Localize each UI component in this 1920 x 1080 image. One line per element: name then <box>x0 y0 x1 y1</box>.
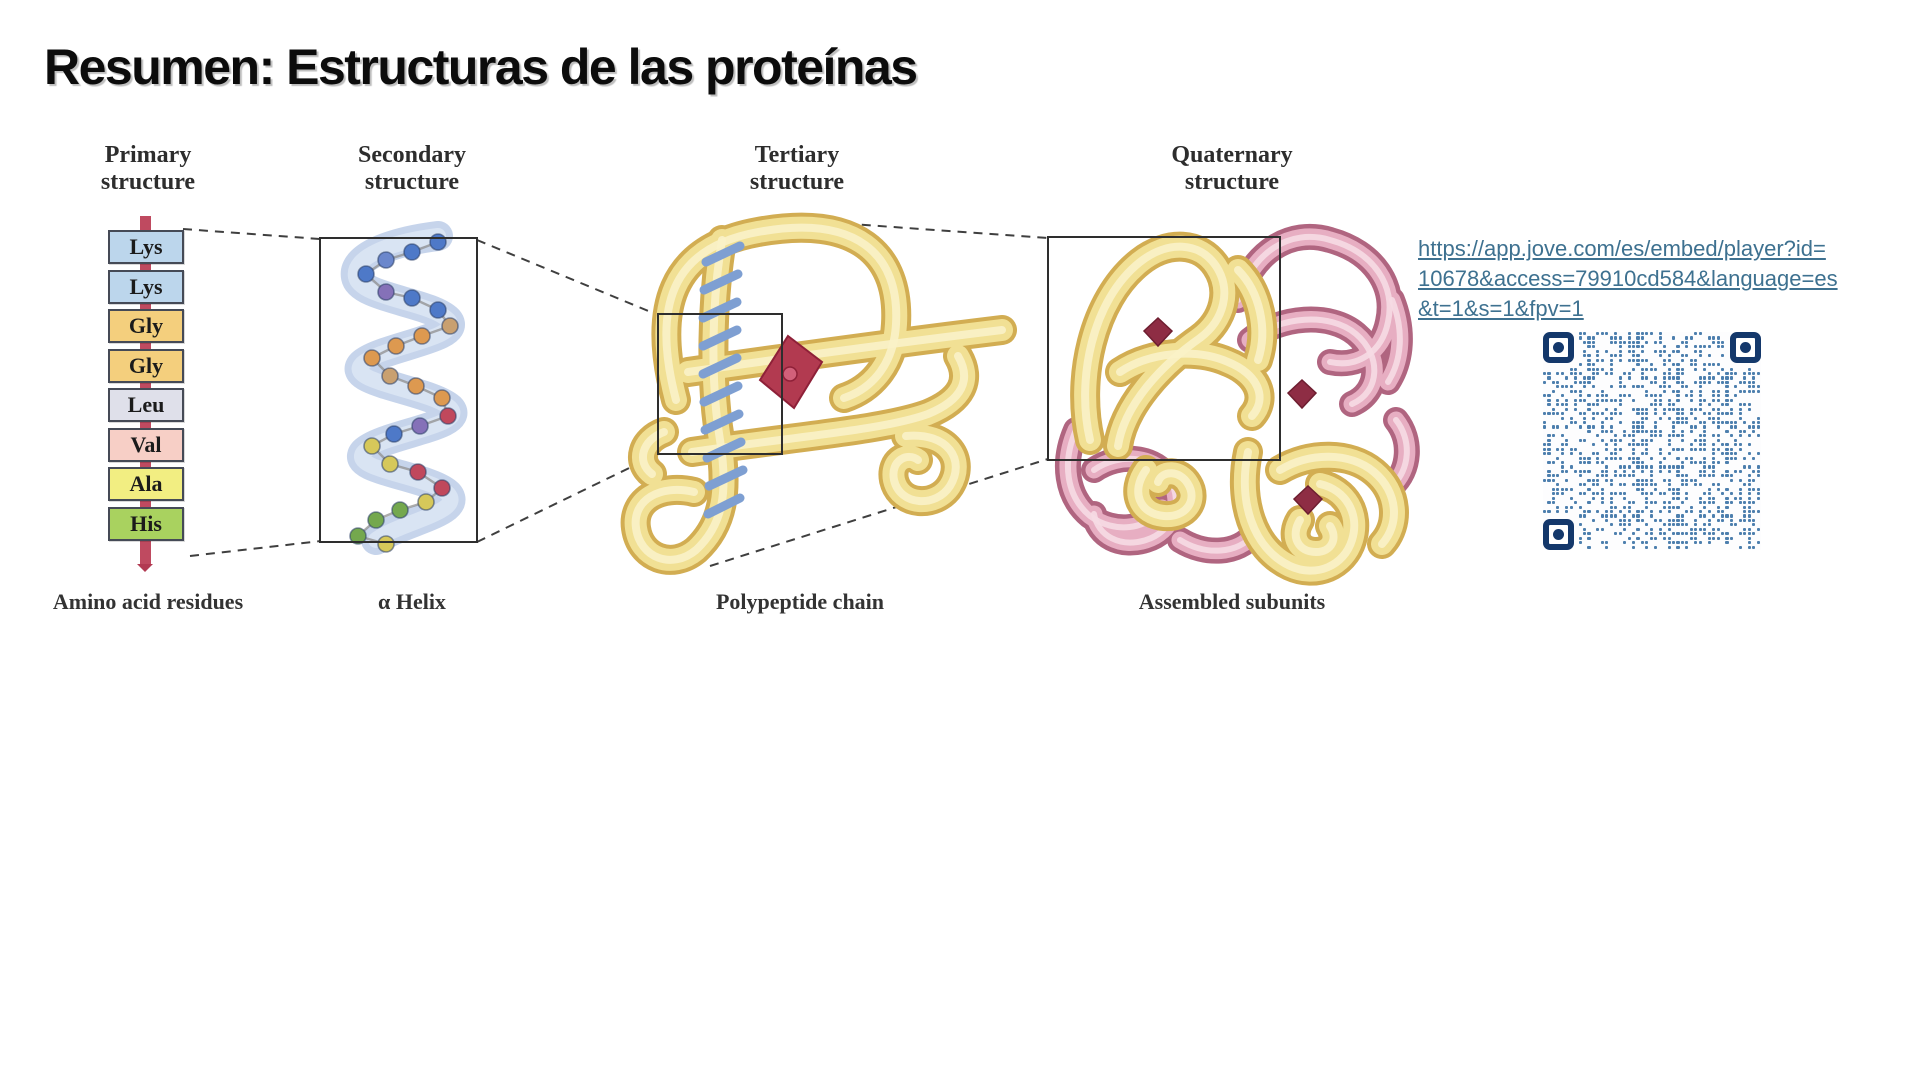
amino-acid-box: Leu <box>108 388 184 422</box>
jove-video-link[interactable]: https://app.jove.com/es/embed/player?id=… <box>1418 234 1838 324</box>
amino-acid-box: Ala <box>108 467 184 501</box>
header-quaternary-structure: Quaternary structure <box>1171 142 1293 195</box>
alpha-helix-art <box>319 221 478 555</box>
amino-acid-box: Lys <box>108 270 184 304</box>
qr-code <box>1543 332 1761 550</box>
caption-assembled-subunits: Assembled subunits <box>1138 589 1326 614</box>
caption-polypeptide-chain: Polypeptide chain <box>715 589 885 614</box>
zoom-rect-tertiary <box>657 313 783 455</box>
amino-acid-box: His <box>108 507 184 541</box>
qr-finder-bottom-left <box>1543 519 1574 550</box>
header-secondary-structure: Secondary structure <box>358 142 466 195</box>
qr-finder-top-left <box>1543 332 1574 363</box>
amino-acid-box: Gly <box>108 349 184 383</box>
zoom-rect-secondary <box>319 237 478 543</box>
page-title: Resumen: Estructuras de las proteínas <box>44 39 918 95</box>
link-line[interactable]: 10678&access=79910cd584&language=es <box>1418 266 1838 291</box>
embedded-helix-stripes <box>698 241 748 519</box>
tertiary-protein-art <box>636 228 1002 560</box>
protein-structure-diagram <box>182 0 1450 680</box>
caption-amino-acid-residues: Amino acid residues <box>52 589 244 614</box>
helix-atoms <box>349 233 459 553</box>
amino-acid-box: Val <box>108 428 184 462</box>
header-tertiary-structure: Tertiary structure <box>749 142 845 195</box>
heme-group <box>758 334 824 410</box>
connector-lines <box>182 217 1049 567</box>
zoom-rect-quaternary <box>1047 236 1281 461</box>
link-line[interactable]: &t=1&s=1&fpv=1 <box>1418 296 1584 321</box>
amino-acid-box: Lys <box>108 230 184 264</box>
heme-groups-quaternary <box>1142 316 1324 516</box>
link-line[interactable]: https://app.jove.com/es/embed/player?id= <box>1418 236 1826 261</box>
caption-alpha-helix: α Helix <box>378 589 446 614</box>
quaternary-protein-art <box>1047 236 1407 571</box>
amino-acid-box: Gly <box>108 309 184 343</box>
header-primary-structure: Primary structure <box>100 142 196 195</box>
qr-finder-top-right <box>1730 332 1761 363</box>
